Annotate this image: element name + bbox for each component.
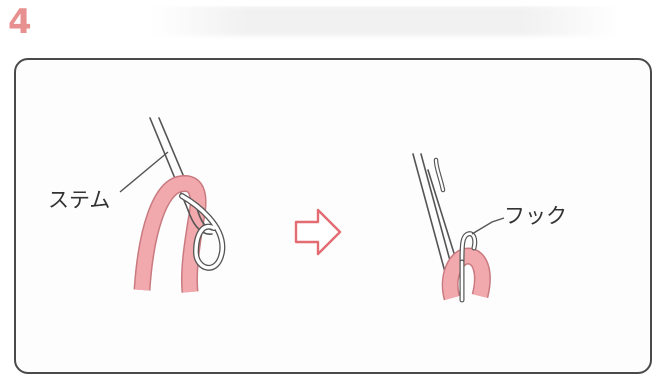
- yarn-loop-right: [450, 256, 482, 298]
- stem-leader-line: [120, 152, 168, 192]
- right-arrow-icon: [296, 210, 340, 254]
- hook-leader-line: [472, 218, 504, 234]
- left-illustration: [120, 118, 222, 292]
- stem-label: ステム: [48, 188, 110, 212]
- stem-shaft-right: [413, 154, 458, 272]
- right-illustration: [413, 154, 504, 300]
- hook-label: フック: [504, 204, 567, 228]
- latch: [436, 160, 443, 190]
